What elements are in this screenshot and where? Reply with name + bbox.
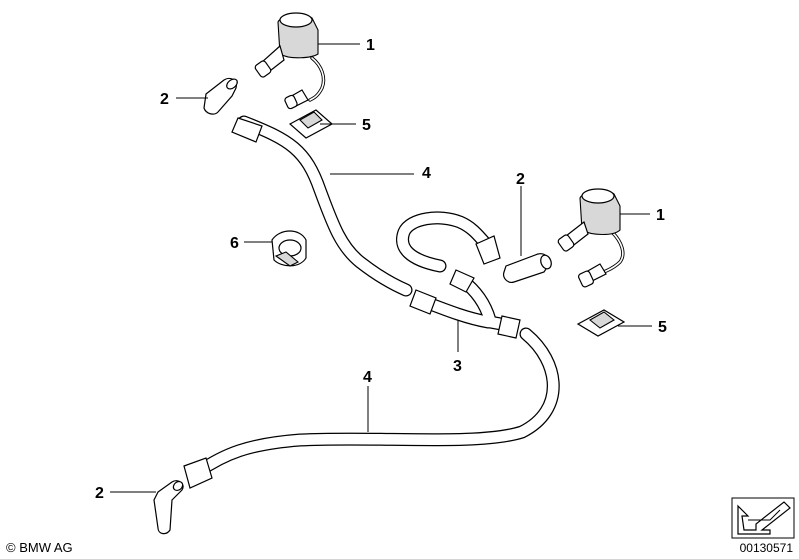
callout-6: 6 xyxy=(230,235,239,252)
hose-clip-right xyxy=(576,309,626,337)
washer-jet-nozzle-top xyxy=(254,12,326,110)
elbow-connector-top-left xyxy=(203,77,238,115)
drawing-number: 00130571 xyxy=(739,541,793,555)
y-connector xyxy=(409,269,521,339)
hose-lower xyxy=(183,327,560,489)
hose-upper xyxy=(231,115,413,297)
callout-5-right: 5 xyxy=(658,319,667,336)
callout-2-bottom: 2 xyxy=(95,485,104,502)
cable-holder xyxy=(271,230,307,267)
callout-2-middle: 2 xyxy=(516,171,525,188)
callout-1-top: 1 xyxy=(366,37,375,54)
callout-2-top-left: 2 xyxy=(160,91,169,108)
callout-5-top: 5 xyxy=(362,117,371,134)
washer-jet-nozzle-right xyxy=(557,188,625,288)
callout-3: 3 xyxy=(453,358,462,375)
elbow-connector-bottom xyxy=(153,480,184,535)
callout-4-lower: 4 xyxy=(363,369,372,386)
hose-u-loop xyxy=(396,211,501,273)
hose-clip-top xyxy=(288,109,334,139)
callout-4-upper: 4 xyxy=(422,165,431,182)
copyright-label: © BMW AG xyxy=(6,540,73,555)
elbow-connector-middle xyxy=(503,253,552,283)
callout-1-right: 1 xyxy=(656,207,665,224)
orientation-arrow-icon xyxy=(731,497,795,539)
